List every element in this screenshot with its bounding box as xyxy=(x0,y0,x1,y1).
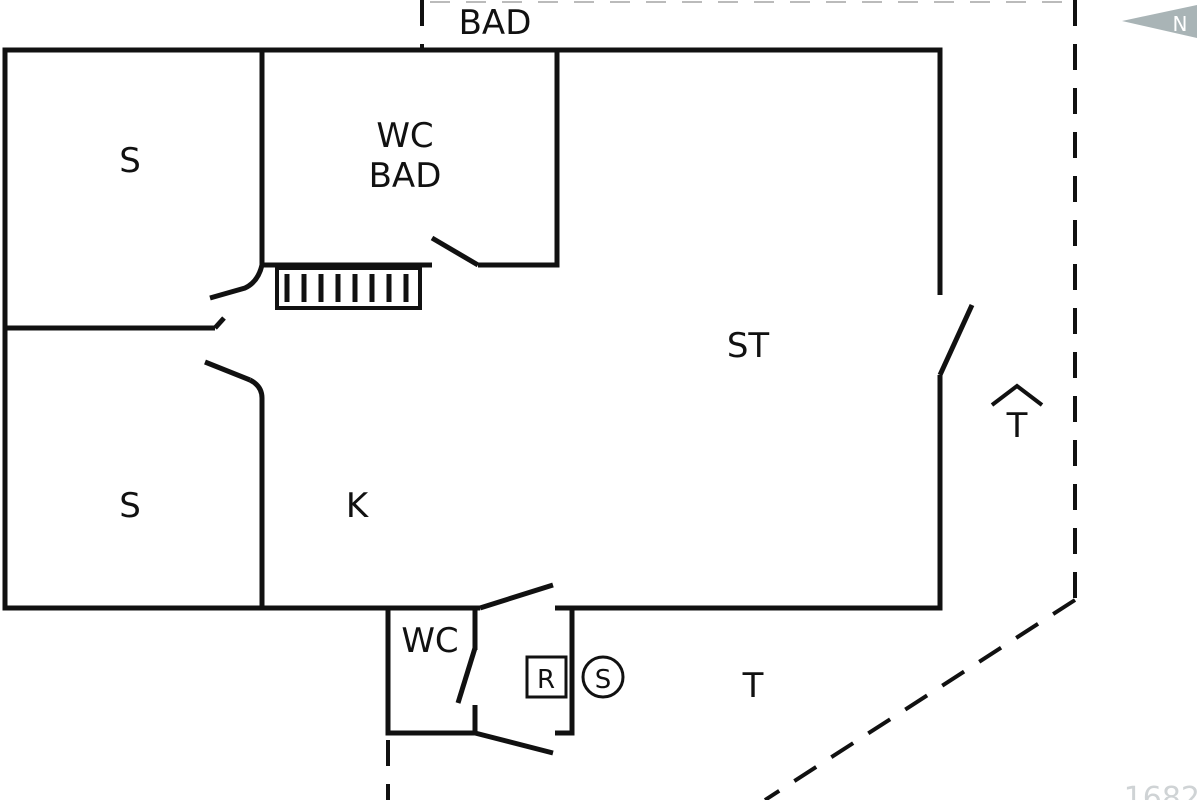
interior-walls xyxy=(5,50,560,608)
door-s-top xyxy=(209,264,265,301)
north-label: N xyxy=(1173,12,1188,36)
door-entrance xyxy=(479,582,554,611)
label-wc-small: WC xyxy=(401,621,458,661)
north-arrow-icon xyxy=(1122,5,1197,38)
door-lower xyxy=(474,730,554,756)
t-symbol-label: T xyxy=(1006,406,1028,446)
label-bad: BAD xyxy=(369,156,442,196)
door-st xyxy=(937,303,975,377)
r-box xyxy=(525,655,568,699)
label-wc: WC xyxy=(376,116,433,156)
r-box-label: R xyxy=(537,665,555,695)
label-s-top: S xyxy=(119,141,141,181)
s-circle-label: S xyxy=(595,665,612,695)
terrace-boundary xyxy=(386,0,1077,800)
label-s-bottom: S xyxy=(119,486,141,526)
door-s-bottom xyxy=(204,359,251,383)
doors xyxy=(204,235,975,756)
s-circle xyxy=(581,655,625,699)
label-t-terrace: T xyxy=(742,666,764,706)
figure-number: 1682 xyxy=(1124,781,1200,800)
t-symbol-icon xyxy=(990,383,1044,407)
label-k: K xyxy=(346,486,370,526)
stairs xyxy=(275,266,422,310)
door-wc-small xyxy=(455,647,478,704)
label-st: ST xyxy=(727,326,770,366)
outer-walls xyxy=(2,47,943,611)
label-bad-top: BAD xyxy=(459,3,532,43)
wc-small-walls xyxy=(385,605,575,736)
door-wc-bad xyxy=(430,235,480,268)
